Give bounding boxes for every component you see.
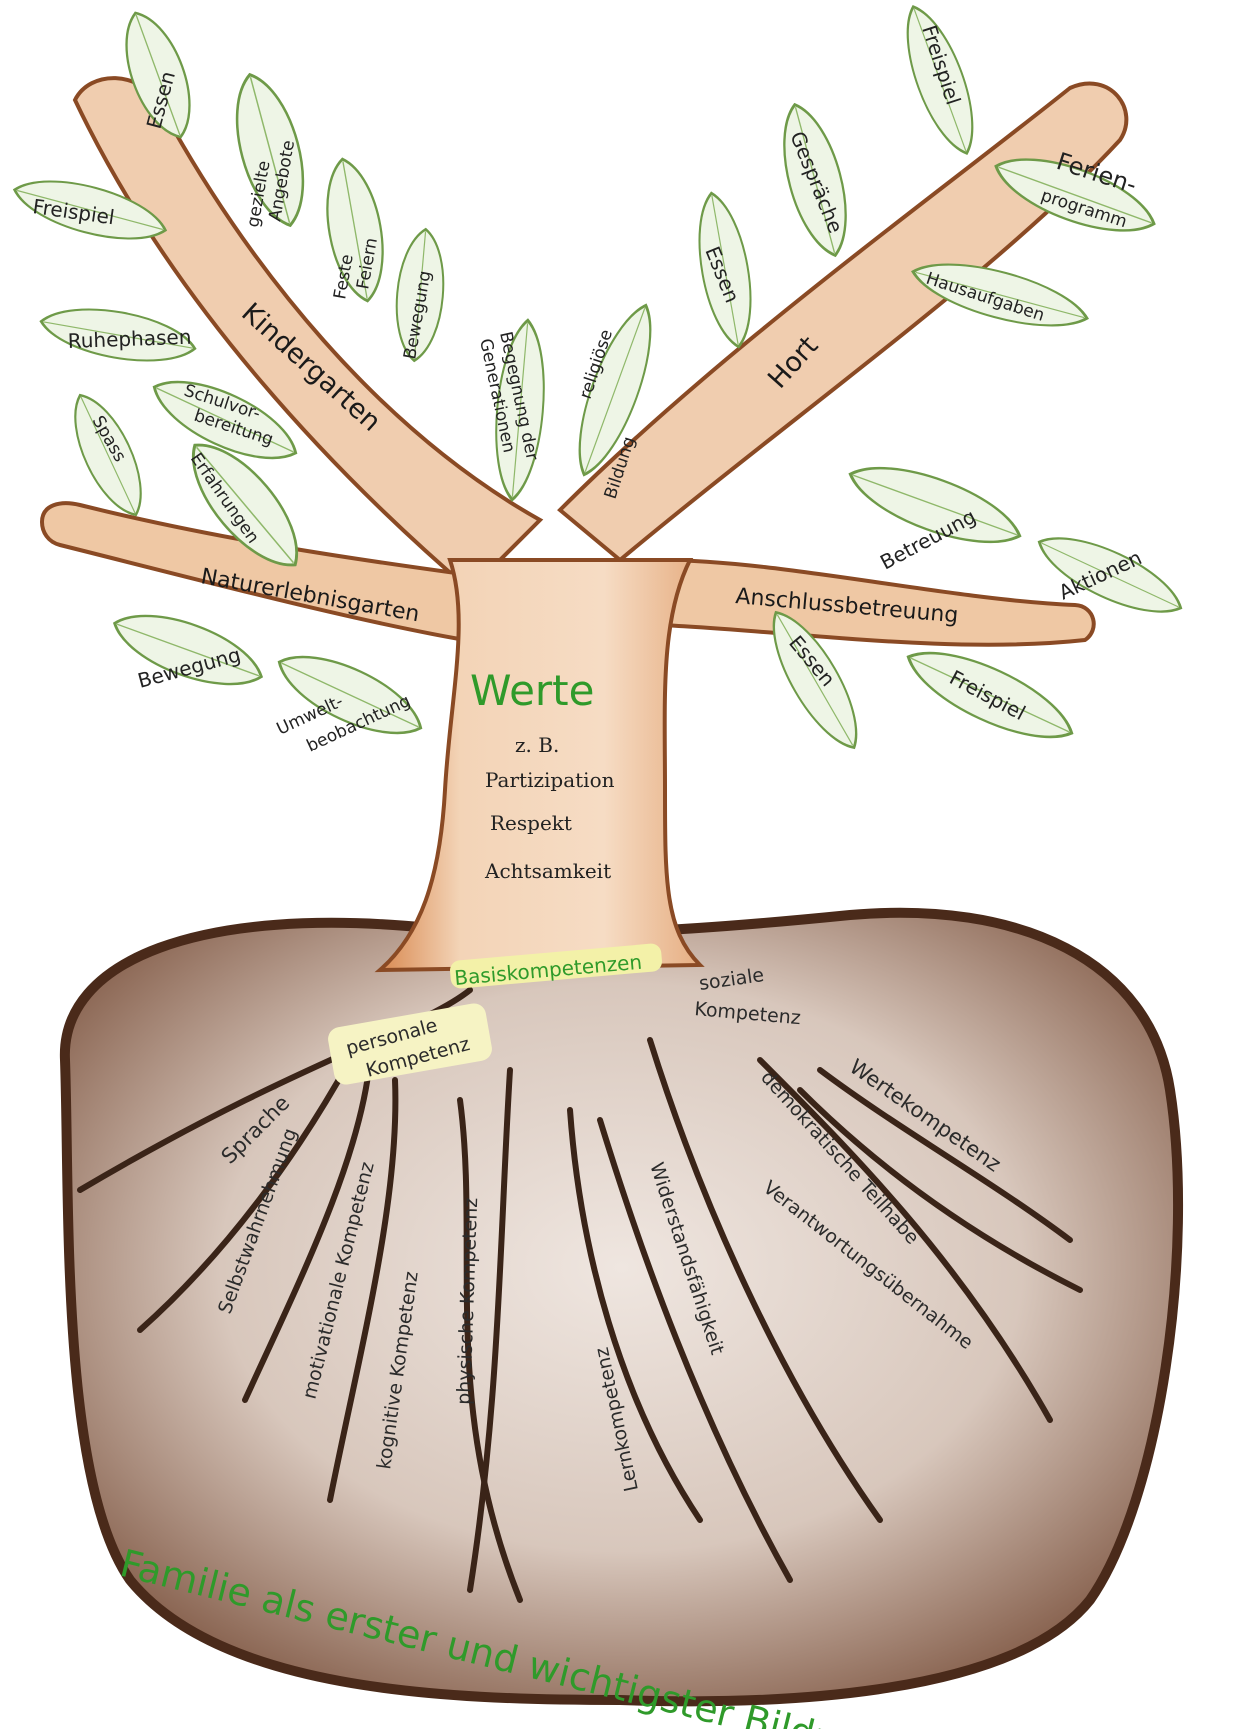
values-example-prefix: z. B. [515,733,559,757]
value-item: Partizipation [485,768,615,792]
values-title: Werte [470,666,594,715]
value-item: Achtsamkeit [484,859,611,883]
leaf-label-feste-feiern: Feste [330,253,358,301]
leaf-label-ruhephasen: Ruhephasen [67,325,191,353]
value-item: Respekt [490,811,572,835]
leaf [106,599,270,701]
